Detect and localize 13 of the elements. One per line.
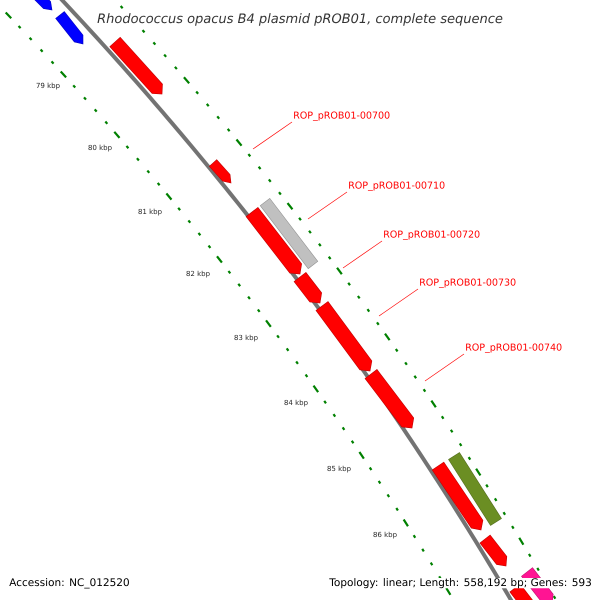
leader-line	[342, 240, 382, 268]
leader-line	[378, 288, 418, 316]
gene-label: ROP_pROB01-00720	[384, 230, 480, 240]
gene-label: ROP_pROB01-00710	[349, 182, 444, 191]
leader-line	[424, 354, 464, 382]
accession-text: Accession: NC_012520	[9, 578, 129, 588]
title: Rhodococcus opacus B4 plasmid pROB01, complete sequence	[96, 12, 504, 27]
leader-line	[308, 192, 348, 220]
gene-label: ROP_pROB01-00740	[466, 344, 562, 353]
summary-text: Topology: linear; Length: 558,192 bp; Genes: 593	[329, 578, 592, 588]
leader-line	[252, 122, 292, 150]
gene-label: ROP_pROB01-00730	[420, 278, 516, 288]
gene-label: ROP_pROB01-00700	[294, 112, 390, 121]
